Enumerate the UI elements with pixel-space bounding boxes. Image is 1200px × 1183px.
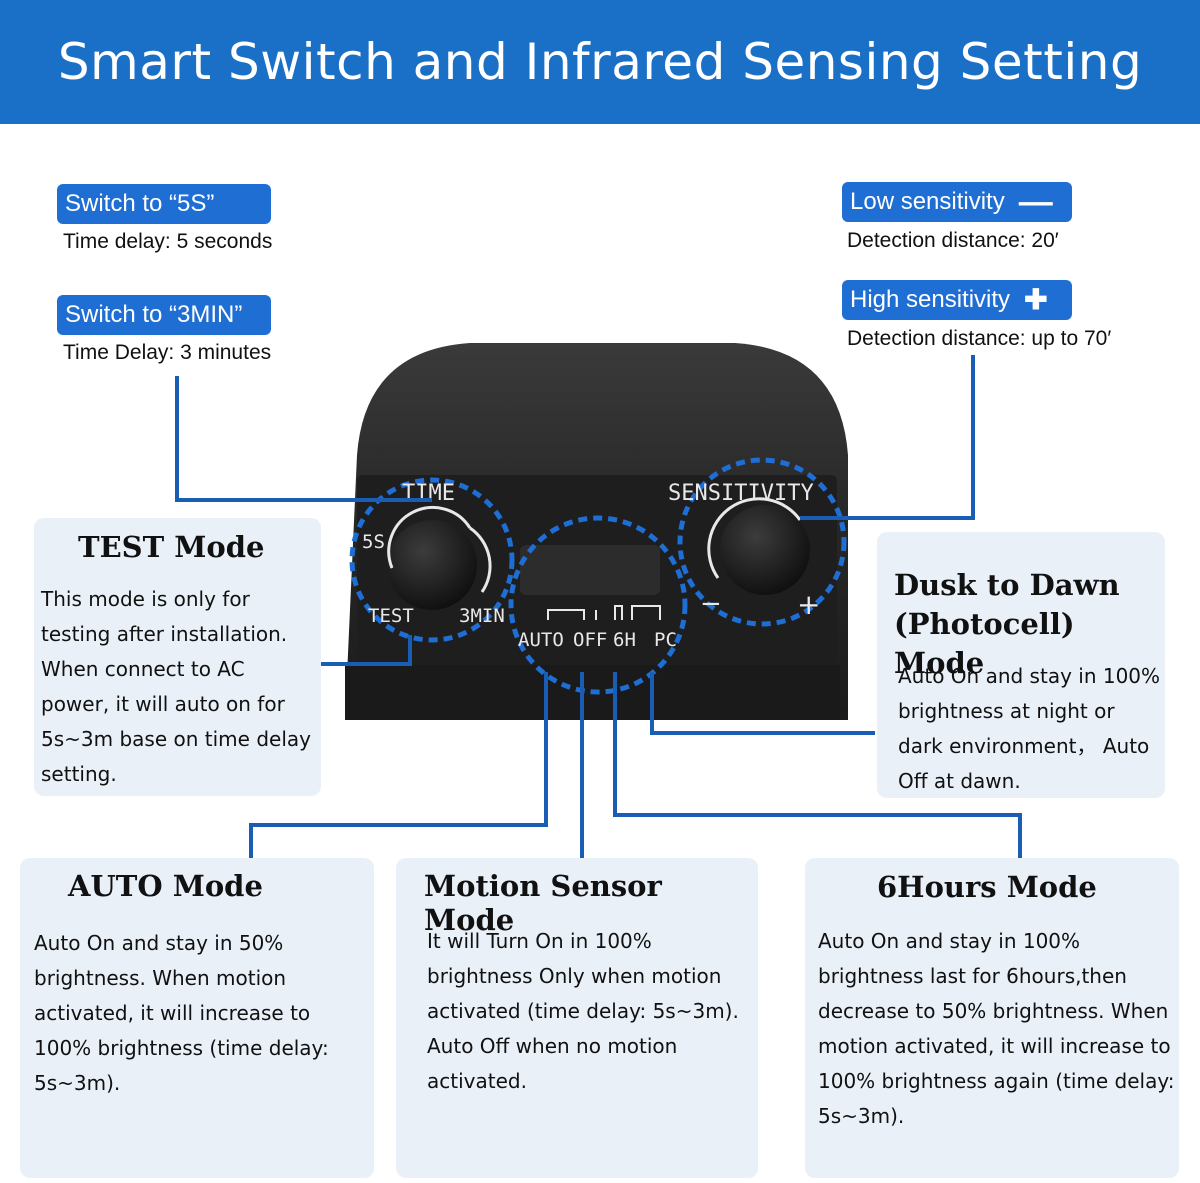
sensitivity-dial-icon bbox=[707, 497, 810, 595]
time-dial-highlight bbox=[349, 477, 515, 643]
sensitivity-dial-highlight bbox=[677, 457, 847, 627]
six-hours-mode-box: 6Hours Mode Auto On and stay in 100% bri… bbox=[805, 858, 1179, 1178]
sensitivity-connector bbox=[800, 355, 975, 520]
pc-label: PC bbox=[654, 629, 677, 651]
auto-mode-text: Auto On and stay in 50% brightness. When… bbox=[34, 931, 329, 1095]
mode-selector-highlight bbox=[508, 515, 688, 695]
time-label: TIME bbox=[402, 481, 455, 506]
dial-3min-label: 3MIN bbox=[459, 605, 505, 627]
dusk-mode-box: Dusk to Dawn (Photocell) Mode Auto On an… bbox=[877, 532, 1165, 798]
switch-3min-tag: Switch to “3MIN” bbox=[57, 295, 271, 335]
plus-label: + bbox=[797, 588, 820, 621]
high-sensitivity-tag: High sensitivity ✚ bbox=[842, 280, 1072, 320]
minus-icon: — bbox=[1018, 183, 1053, 221]
header-banner: Smart Switch and Infrared Sensing Settin… bbox=[0, 0, 1200, 124]
dusk-mode-title: Dusk to Dawn (Photocell) Mode bbox=[894, 568, 1120, 680]
motion-mode-box: Motion Sensor Mode It will Turn On in 10… bbox=[396, 858, 758, 1178]
sensitivity-label: SENSITIVITY bbox=[668, 481, 814, 506]
plus-icon: ✚ bbox=[1024, 284, 1048, 315]
mode-selector-slot bbox=[520, 545, 660, 595]
test-mode-box: TEST Mode This mode is only for testing … bbox=[34, 518, 321, 796]
dial-5s-label: 5S bbox=[362, 531, 385, 553]
dusk-mode-text: Auto On and stay in 100% brightness at n… bbox=[898, 664, 1161, 793]
test-connector bbox=[320, 635, 412, 666]
low-sensitivity-desc: Detection distance: 20′ bbox=[847, 229, 1059, 252]
auto-label: AUTO bbox=[518, 629, 564, 651]
switch-3min-desc: Time Delay: 3 minutes bbox=[63, 341, 272, 364]
high-sensitivity-label: High sensitivity bbox=[850, 286, 1011, 313]
dusk-connector bbox=[650, 672, 875, 735]
auto-mode-box: AUTO Mode Auto On and stay in 50% bright… bbox=[20, 858, 374, 1178]
test-label: TEST bbox=[368, 605, 414, 627]
auto-connector bbox=[249, 672, 548, 858]
low-sensitivity-tag: Low sensitivity — bbox=[842, 182, 1072, 222]
time-connector bbox=[175, 376, 432, 502]
minus-label: − bbox=[700, 589, 722, 619]
switch-5s-tag: Switch to “5S” bbox=[57, 184, 271, 224]
test-mode-text: This mode is only for testing after inst… bbox=[41, 587, 311, 786]
switch-5s-desc: Time delay: 5 seconds bbox=[63, 230, 273, 253]
six-h-label: 6H bbox=[613, 629, 636, 651]
low-sensitivity-label: Low sensitivity bbox=[850, 188, 1005, 215]
motion-mode-title: Motion Sensor Mode bbox=[424, 869, 662, 937]
off-label: OFF bbox=[573, 629, 607, 651]
auto-mode-title: AUTO Mode bbox=[68, 869, 263, 903]
time-dial-icon bbox=[387, 505, 492, 610]
test-mode-title: TEST Mode bbox=[78, 530, 265, 564]
high-sensitivity-desc: Detection distance: up to 70′ bbox=[847, 327, 1112, 350]
six-hours-mode-title: 6Hours Mode bbox=[877, 870, 1097, 904]
motion-mode-text: It will Turn On in 100% brightness Only … bbox=[427, 929, 739, 1093]
page-title: Smart Switch and Infrared Sensing Settin… bbox=[57, 33, 1143, 91]
mode-switch-ticks bbox=[547, 605, 661, 620]
connector-lines bbox=[175, 355, 1022, 858]
six-hours-connector bbox=[613, 672, 1022, 858]
six-hours-mode-text: Auto On and stay in 100% brightness last… bbox=[818, 929, 1175, 1128]
